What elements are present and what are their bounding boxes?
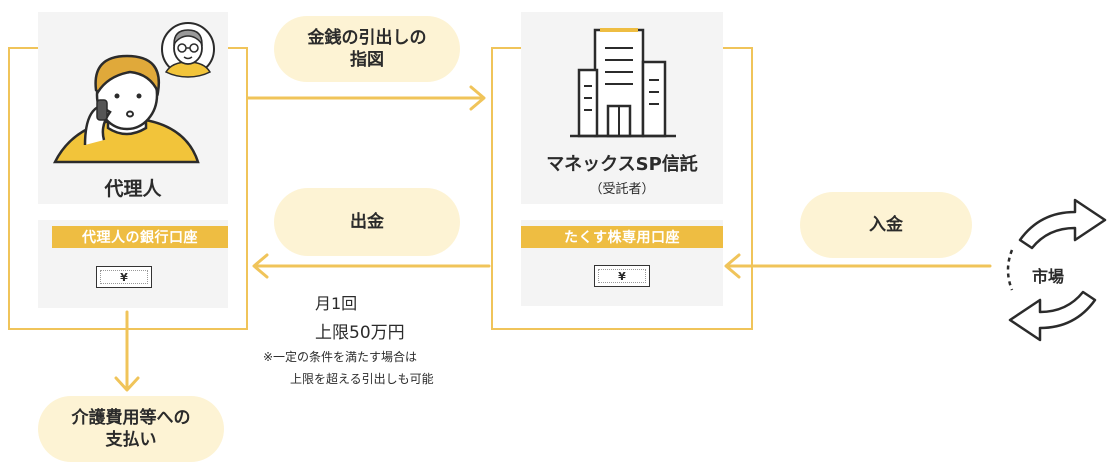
deposit-arrowhead	[724, 253, 741, 279]
deposit-bubble: 入金	[800, 192, 972, 258]
agent-name: 代理人	[104, 178, 162, 200]
limit-note-1: ※一定の条件を満たす場合は	[263, 350, 418, 364]
agent-person-icon	[52, 54, 200, 164]
elderly-avatar-icon	[161, 22, 215, 78]
agent-bank-label: 代理人の銀行口座	[52, 226, 228, 248]
limit-amount: 上限50万円	[315, 323, 405, 343]
instruction-bubble: 金銭の引出しの指図	[274, 16, 460, 82]
payment-arrowhead	[114, 376, 140, 392]
instruction-arrowhead	[469, 85, 486, 111]
trust-role: （受託者）	[589, 182, 655, 197]
agent-yen-bill-icon: ¥	[96, 266, 152, 288]
market-label: 市場	[1032, 267, 1065, 286]
building-icon	[570, 28, 676, 138]
limit-frequency: 月1回	[315, 294, 358, 313]
withdrawal-bubble: 出金	[274, 188, 460, 256]
payment-bubble: 介護費用等への支払い	[38, 396, 224, 462]
trust-yen-bill-icon: ¥	[594, 265, 650, 287]
limit-note-2: 上限を超える引出しも可能	[290, 372, 434, 386]
withdrawal-arrowhead	[252, 253, 269, 279]
market-cycle-icon	[1006, 198, 1107, 342]
trust-account-label: たくす株専用口座	[521, 226, 723, 248]
trust-name: マネックスSP信託	[546, 154, 698, 175]
